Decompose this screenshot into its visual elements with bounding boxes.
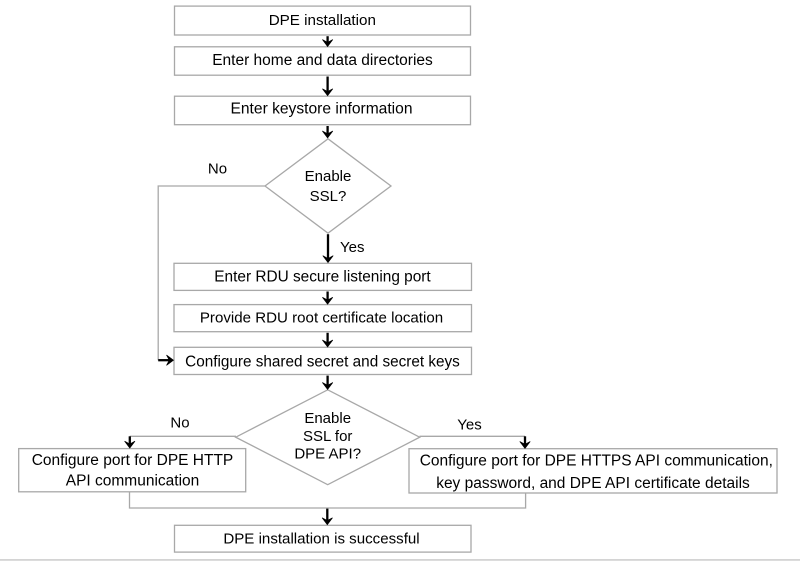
svg-text:Configure port for DPE HTTP: Configure port for DPE HTTP xyxy=(32,452,234,469)
svg-text:Provide RDU root certificate l: Provide RDU root certificate location xyxy=(200,310,443,327)
svg-text:key password, and DPE API cert: key password, and DPE API certificate de… xyxy=(436,475,750,492)
svg-text:SSL for: SSL for xyxy=(303,428,352,445)
svg-text:No: No xyxy=(170,415,189,432)
svg-text:Configure shared secret and se: Configure shared secret and secret keys xyxy=(185,353,460,370)
svg-text:Enable: Enable xyxy=(305,168,352,185)
svg-text:Enable: Enable xyxy=(304,410,351,427)
svg-text:Enter RDU secure listening por: Enter RDU secure listening port xyxy=(214,268,431,285)
svg-text:DPE installation is successful: DPE installation is successful xyxy=(223,531,419,548)
svg-text:Yes: Yes xyxy=(340,239,364,256)
svg-text:API communication: API communication xyxy=(66,472,200,489)
svg-text:DPE installation: DPE installation xyxy=(269,12,376,29)
svg-text:Configure port for DPE HTTPS A: Configure port for DPE HTTPS API communi… xyxy=(420,453,773,470)
svg-text:Enter home and data directorie: Enter home and data directories xyxy=(212,52,433,69)
svg-text:Enter keystore information: Enter keystore information xyxy=(230,101,412,118)
svg-text:SSL?: SSL? xyxy=(310,188,347,205)
svg-text:No: No xyxy=(208,161,227,178)
svg-text:DPE API?: DPE API? xyxy=(294,446,361,463)
svg-text:Yes: Yes xyxy=(457,417,481,434)
